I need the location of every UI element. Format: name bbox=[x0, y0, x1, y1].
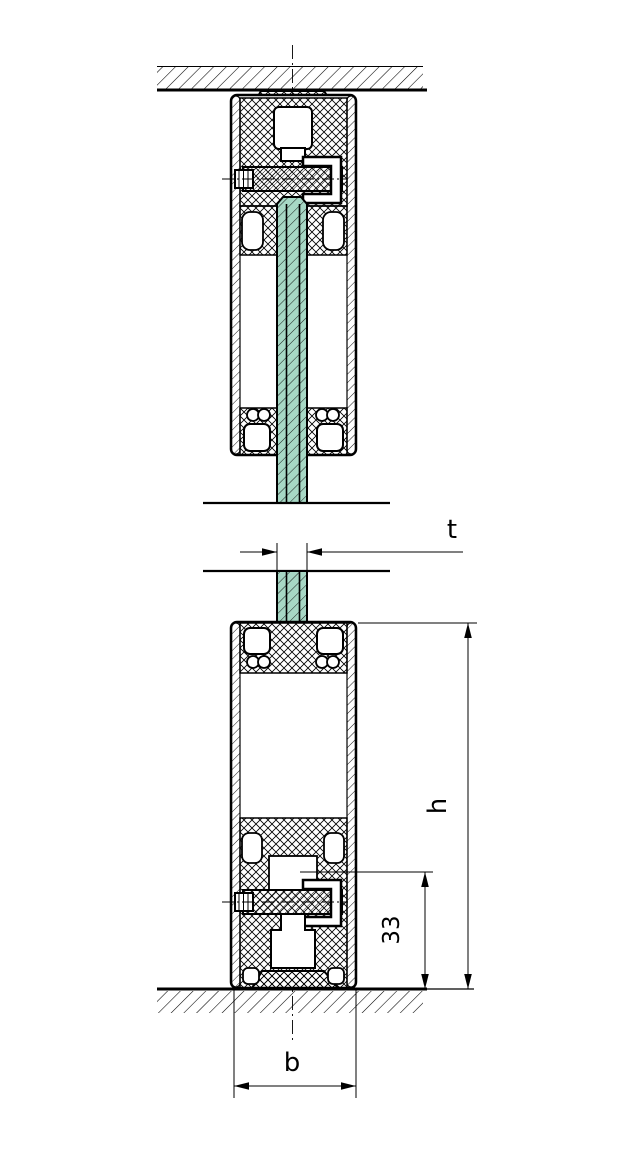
arrow-33-bottom bbox=[421, 974, 429, 989]
arrow-h-top bbox=[464, 623, 472, 638]
ceiling-slab bbox=[157, 66, 427, 92]
floor-hatch bbox=[157, 991, 423, 1013]
bottom-profile-section bbox=[222, 620, 358, 990]
arrow-33-top bbox=[421, 872, 429, 887]
arrow-t-right bbox=[307, 548, 322, 556]
dim-label-33: 33 bbox=[379, 915, 405, 944]
arrow-b-left bbox=[234, 1082, 249, 1090]
arrow-b-right bbox=[341, 1082, 356, 1090]
dimension-t: t bbox=[240, 515, 463, 571]
adjustable-foot bbox=[270, 913, 316, 969]
top-screw-channel-step bbox=[280, 147, 306, 162]
arrow-h-bottom bbox=[464, 974, 472, 989]
glass-pane-upper bbox=[276, 196, 308, 504]
dimension-b: b bbox=[233, 989, 357, 1098]
bottom-floor-gasket bbox=[250, 970, 341, 989]
break-lines bbox=[203, 501, 390, 573]
top-profile-left-wall bbox=[230, 95, 241, 455]
floor-slab bbox=[157, 987, 474, 1013]
dimension-33: 33 bbox=[300, 871, 433, 989]
dim-label-b: b bbox=[284, 1048, 301, 1078]
ceiling-hatch bbox=[157, 66, 423, 90]
arrow-t-left bbox=[262, 548, 277, 556]
bottom-profile-right-wall bbox=[346, 622, 357, 988]
dim-label-h: h bbox=[423, 798, 453, 814]
top-fastener bbox=[222, 155, 348, 205]
bottom-profile-left-wall bbox=[230, 622, 241, 988]
top-screw-channel bbox=[273, 106, 313, 150]
dim-label-t: t bbox=[447, 515, 457, 545]
top-profile-right-wall bbox=[346, 95, 357, 455]
dimension-h: h bbox=[358, 622, 477, 989]
